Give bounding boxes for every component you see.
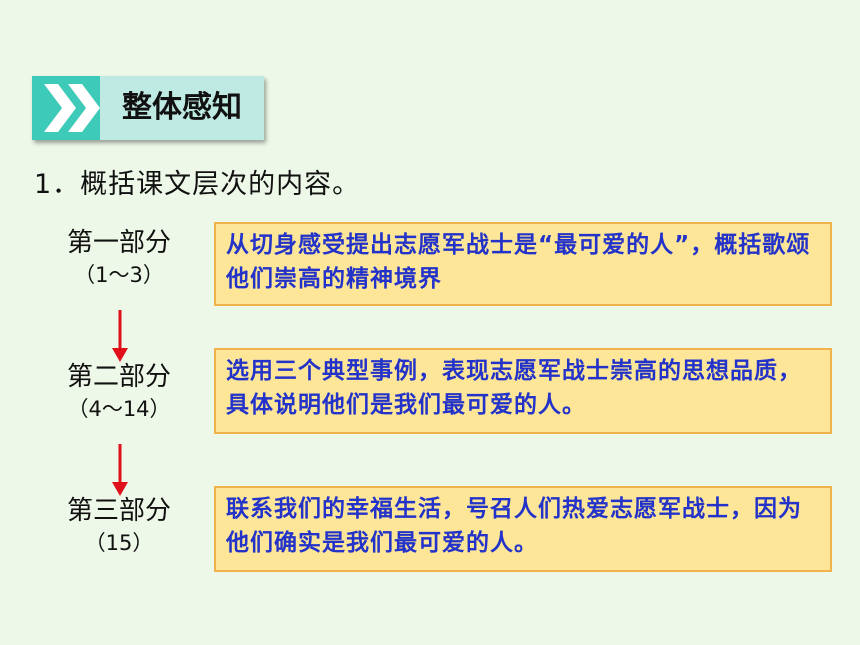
- part-label: 第一部分 （1～3）: [44, 226, 194, 290]
- part-label: 第三部分 （15）: [44, 494, 194, 558]
- header-title-block: [100, 76, 264, 140]
- section-header: 整体感知: [32, 76, 264, 140]
- double-chevron-icon: [44, 84, 100, 132]
- down-arrow-icon: [112, 444, 128, 496]
- part-name: 第二部分: [66, 362, 171, 392]
- summary-box: 联系我们的幸福生活，号召人们热爱志愿军战士，因为他们确实是我们最可爱的人。: [214, 486, 832, 572]
- section-title: 整体感知: [122, 90, 242, 125]
- part-range: （1～3）: [74, 263, 164, 287]
- summary-box: 从切身感受提出志愿军战士是“最可爱的人”，概括歌颂他们崇高的精神境界: [214, 222, 832, 306]
- summary-box: 选用三个典型事例，表现志愿军战士崇高的思想品质，具体说明他们是我们最可爱的人。: [214, 348, 832, 434]
- down-arrow-icon: [112, 310, 128, 362]
- part-range: （4～14）: [67, 397, 171, 421]
- part-label: 第二部分 （4～14）: [44, 360, 194, 424]
- part-name: 第一部分: [66, 228, 171, 258]
- part-range: （15）: [84, 531, 154, 555]
- question-text: 1．概括课文层次的内容。: [34, 169, 361, 200]
- part-name: 第三部分: [66, 496, 171, 526]
